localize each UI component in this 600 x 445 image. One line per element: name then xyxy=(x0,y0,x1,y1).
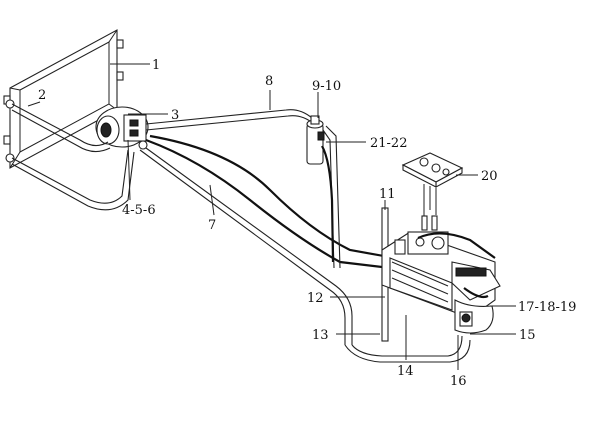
label-13: 13 xyxy=(312,328,329,343)
label-9-10: 9-10 xyxy=(312,79,341,94)
label-20: 20 xyxy=(481,169,498,184)
label-15: 15 xyxy=(519,328,536,343)
evaporator-unit xyxy=(381,231,501,319)
label-14: 14 xyxy=(397,364,414,379)
hose-b xyxy=(149,134,396,260)
hose-a xyxy=(145,138,391,270)
compressor xyxy=(95,106,149,150)
control-panel xyxy=(401,152,464,188)
receiver-drier xyxy=(306,115,325,165)
pipe-7 xyxy=(139,149,346,345)
label-16: 16 xyxy=(450,374,467,389)
leader-lines xyxy=(27,63,516,370)
lower-housing xyxy=(454,299,494,334)
label-11: 11 xyxy=(379,187,396,202)
pipe-lower xyxy=(11,149,129,204)
label-17-18-19: 17-18-19 xyxy=(518,300,576,315)
label-3: 3 xyxy=(171,108,179,123)
pipe-8 xyxy=(145,109,313,125)
label-8: 8 xyxy=(265,74,273,89)
label-1: 1 xyxy=(152,58,160,73)
label-2: 2 xyxy=(38,88,46,103)
label-21-22: 21-22 xyxy=(370,136,407,151)
condenser xyxy=(3,29,124,169)
pipe-2 xyxy=(11,103,109,147)
label-12: 12 xyxy=(307,291,324,306)
label-4-5-6: 4-5-6 xyxy=(122,203,156,218)
label-7: 7 xyxy=(208,218,216,233)
